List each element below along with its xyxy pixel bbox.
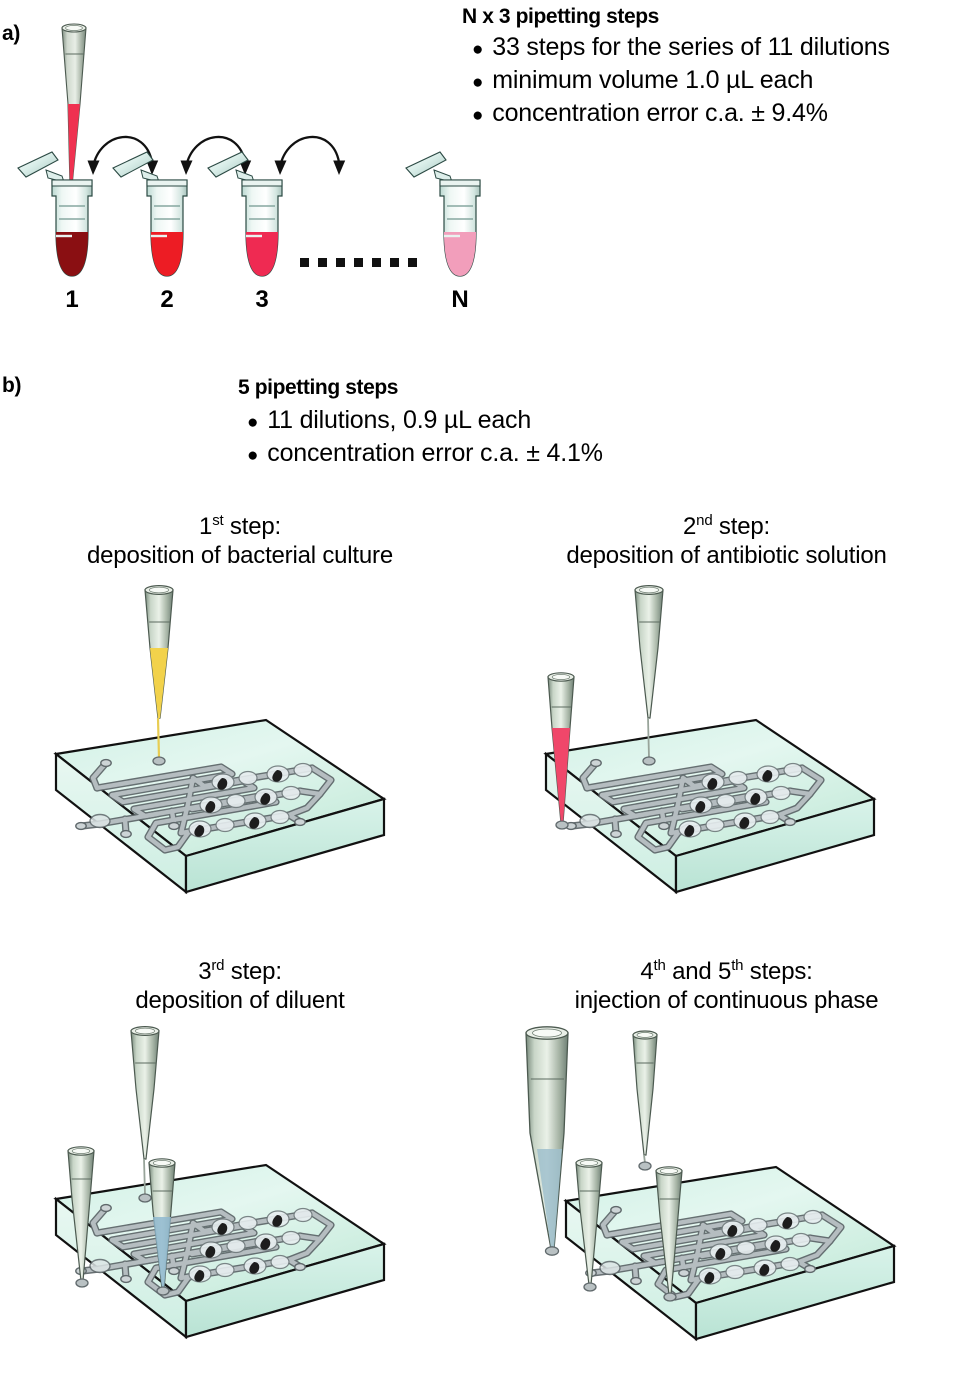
tube-lid <box>112 151 154 178</box>
step-3-title-tail: step: <box>224 958 282 985</box>
bullet-dot-icon: ● <box>472 105 484 126</box>
step-3-suffix: rd <box>211 957 225 974</box>
step-1-title-tail: step: <box>223 513 281 540</box>
bullet-item: ● minimum volume 1.0 µL each <box>472 66 890 95</box>
tube-liquid <box>151 232 183 276</box>
tube-lid <box>207 151 249 178</box>
pipette-standing-left-step3 <box>67 1146 95 1288</box>
eppendorf-tube-1 <box>17 151 93 277</box>
pipette-standing-diluent <box>148 1158 176 1296</box>
step-4-suffix: th <box>653 957 666 974</box>
bullet-text: 33 steps for the series of 11 dilutions <box>492 33 890 61</box>
tip-liquid-continuous-phase <box>537 1149 562 1249</box>
bullet-item: ● 33 steps for the series of 11 dilution… <box>472 33 890 62</box>
bullet-item: ● 11 dilutions, 0.9 µL each <box>247 406 603 435</box>
step-1-ordinal: 1 <box>199 513 213 540</box>
step-1-suffix: st <box>212 512 224 529</box>
bullet-dot-icon: ● <box>247 412 259 433</box>
panel-b-bullets: ● 11 dilutions, 0.9 µL each ● concentrat… <box>247 406 603 468</box>
tube-lid <box>17 151 59 178</box>
eppendorf-tube-3 <box>207 151 283 277</box>
step-4-title-mid: and <box>665 958 719 985</box>
bullet-text: concentration error c.a. ± 4.1% <box>267 439 603 467</box>
panel-b-label: b) <box>2 374 22 397</box>
panel-a-artwork <box>0 0 500 320</box>
panel-a-label: a) <box>2 22 21 45</box>
step-2-description: deposition of antibiotic solution <box>566 542 887 570</box>
step-3-title: 3rd step: <box>0 957 480 986</box>
step-3-description: deposition of diluent <box>135 987 345 1015</box>
step-2-ordinal: 2 <box>683 513 697 540</box>
step-4-caption: 4th and 5th steps: injection of continuo… <box>478 957 975 1016</box>
transfer-arrow <box>91 135 154 168</box>
step-1-title: 1st step: <box>0 512 480 541</box>
step-2-caption: 2nd step: deposition of antibiotic solut… <box>478 512 975 571</box>
bullet-item: ● concentration error c.a. ± 4.1% <box>247 439 603 468</box>
step-3-figure <box>0 1023 470 1373</box>
step-4-ordinal: 4 <box>640 958 654 985</box>
pipette-hovering-step45 <box>632 1030 658 1171</box>
step-4-title: 4th and 5th steps: <box>478 957 975 986</box>
transfer-arrowheads <box>87 160 346 175</box>
bullet-dot-icon: ● <box>472 39 484 60</box>
ellipsis-dots <box>300 258 417 267</box>
tube-liquid <box>246 232 278 276</box>
tip-liquid-antibiotic <box>552 728 570 823</box>
bullet-dot-icon: ● <box>472 72 484 93</box>
bullet-item: ● concentration error c.a. ± 9.4% <box>472 99 890 128</box>
pipette-standing-b-step45 <box>655 1166 683 1302</box>
bullet-text: concentration error c.a. ± 9.4% <box>492 99 828 127</box>
tube-liquid <box>444 232 476 276</box>
step-3-ordinal: 3 <box>198 958 212 985</box>
bullet-text: minimum volume 1.0 µL each <box>492 66 814 94</box>
step-2-suffix: nd <box>696 512 713 529</box>
tube-lid <box>405 151 447 178</box>
tip-liquid-bacterial-culture <box>150 648 168 718</box>
panel-a-bullets: ● 33 steps for the series of 11 dilution… <box>472 33 890 128</box>
bullet-dot-icon: ● <box>247 445 259 466</box>
pipette-hovering-step2 <box>634 584 664 766</box>
step-2-title-tail: step: <box>712 513 770 540</box>
panel-b-heading: 5 pipetting steps <box>238 376 399 399</box>
step-1-caption: 1st step: deposition of bacterial cultur… <box>0 512 480 571</box>
tube-label-2: 2 <box>160 286 174 313</box>
step-1-description: deposition of bacterial culture <box>87 542 393 570</box>
tube-liquid <box>56 232 88 276</box>
pipette-bacterial-culture <box>144 584 174 766</box>
tube-label-1: 1 <box>65 286 79 313</box>
bullet-text: 11 dilutions, 0.9 µL each <box>267 406 532 434</box>
step-4-description: injection of continuous phase <box>574 987 879 1015</box>
pipette-antibiotic-solution <box>547 672 575 830</box>
eppendorf-tube-2 <box>112 151 188 277</box>
step-1-figure <box>0 578 470 928</box>
step-4-figure <box>490 1013 970 1373</box>
step-4-title-tail: steps: <box>743 958 813 985</box>
tube-label-3: 3 <box>255 286 269 313</box>
pipette-standing-a-step45 <box>575 1158 603 1292</box>
step-2-title: 2nd step: <box>478 512 975 541</box>
step-2-figure <box>490 578 960 928</box>
eppendorf-tube-N <box>405 151 481 277</box>
pipette-tip-panel-a <box>61 23 87 202</box>
step-5-suffix: th <box>731 957 744 974</box>
pipette-diluent-hovering <box>130 1025 160 1203</box>
step-3-caption: 3rd step: deposition of diluent <box>0 957 480 1016</box>
tube-label-N: N <box>451 286 469 313</box>
pipette-continuous-phase-large <box>525 1026 569 1256</box>
panel-a-heading: N x 3 pipetting steps <box>462 5 659 28</box>
step-5-ordinal: 5 <box>718 958 732 985</box>
tip-liquid-diluent <box>153 1217 171 1289</box>
